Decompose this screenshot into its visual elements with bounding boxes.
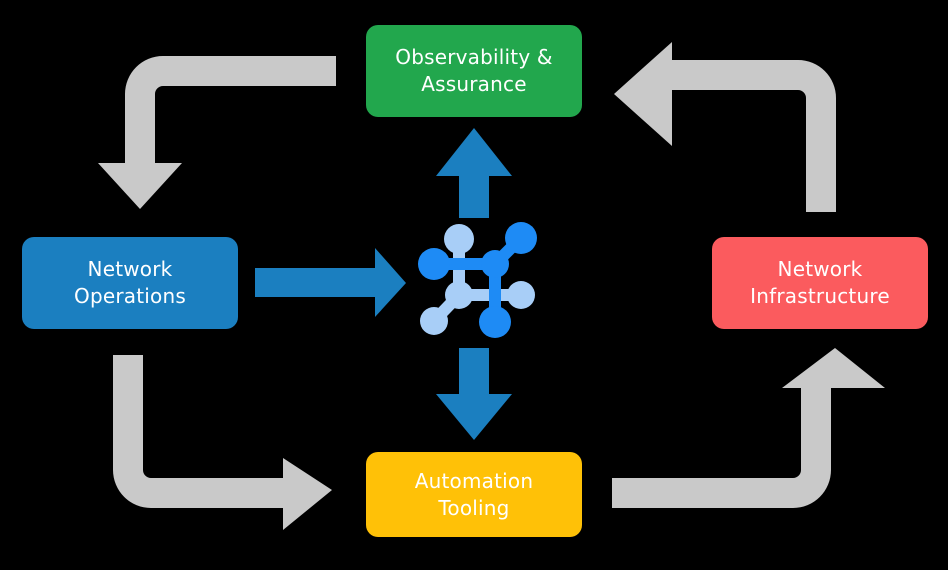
node-automation-tooling[interactable]: Automation Tooling xyxy=(366,452,582,537)
node-automation-label: Automation Tooling xyxy=(414,468,534,520)
node-operations-label: Network Operations xyxy=(74,257,186,308)
network-icon-nodes xyxy=(418,222,537,338)
arrow-infrastructure-to-observability xyxy=(614,42,836,212)
node-observability-label: Observability & Assurance xyxy=(395,45,553,96)
arrow-operations-to-center xyxy=(255,248,406,317)
node-infrastructure-label: Network Infrastructure xyxy=(750,257,890,308)
arrow-operations-to-automation xyxy=(113,355,332,530)
arrow-center-to-observability xyxy=(436,128,512,218)
node-observability-assurance[interactable]: Observability & Assurance xyxy=(366,25,582,117)
node-network-infrastructure[interactable]: Network Infrastructure xyxy=(712,237,928,329)
arrow-automation-to-infrastructure xyxy=(612,348,885,508)
arrow-center-to-automation xyxy=(436,348,512,440)
arrow-observability-to-operations xyxy=(98,56,336,209)
node-network-operations[interactable]: Network Operations xyxy=(22,237,238,329)
network-icon-links xyxy=(430,233,526,325)
